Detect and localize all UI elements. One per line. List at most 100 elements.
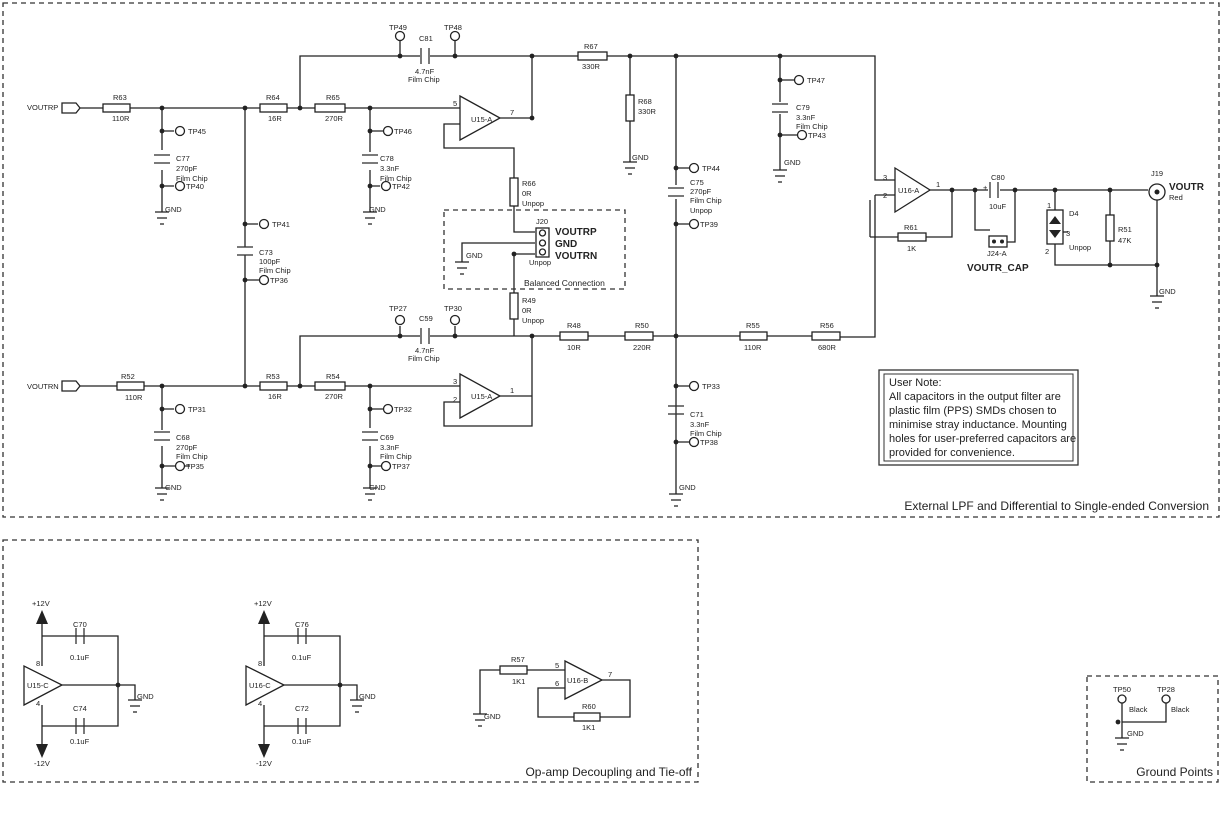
resistor-r67[interactable]: R67 330R: [577, 42, 608, 71]
c80-ref: C80: [991, 173, 1005, 182]
resistor-r55[interactable]: R55 110R: [739, 321, 768, 352]
opamp-u15c[interactable]: U15-C 8 4: [23, 659, 64, 708]
c59-type: Film Chip: [408, 354, 440, 363]
testpoint-tp50[interactable]: TP50 Black: [1113, 685, 1148, 714]
ground-symbol: GND: [363, 205, 386, 225]
testpoint-tp35[interactable]: TP35: [174, 460, 204, 472]
capacitor-c77[interactable]: C77 270pF Film Chip: [154, 154, 208, 183]
capacitor-c81[interactable]: C81 4.7nF Film Chip: [408, 34, 440, 84]
jumper-j24a[interactable]: J24-A VOUTR_CAP: [967, 235, 1029, 274]
j19-color: Red: [1169, 193, 1183, 202]
c80-val: 10uF: [989, 202, 1007, 211]
pin-label: 2: [1045, 247, 1049, 256]
c75-note: Unpop: [690, 206, 712, 215]
port-voutrp[interactable]: VOUTRP: [27, 102, 81, 114]
resistor-r52[interactable]: R52 110R: [116, 372, 145, 402]
opamp-u16b[interactable]: U16-B 5 6 7: [555, 659, 612, 701]
resistor-r68[interactable]: R68 330R: [625, 94, 657, 122]
resistor-r50[interactable]: R50 220R: [624, 321, 654, 352]
capacitor-c80[interactable]: + C80 10uF: [983, 173, 1007, 211]
resistor-r49[interactable]: R49 0R Unpop: [509, 292, 544, 325]
opamp-u15a-bottom[interactable]: U15-A 3 2 1: [453, 372, 514, 420]
testpoint-tp27[interactable]: TP27: [389, 304, 407, 326]
c78-ref: C78: [380, 154, 394, 163]
testpoint-tp49[interactable]: TP49: [389, 23, 407, 42]
j20-note: Unpop: [529, 258, 551, 267]
resistor-r51[interactable]: R51 47K: [1105, 214, 1132, 245]
testpoint-tp30[interactable]: TP30: [444, 304, 462, 326]
capacitor-c71[interactable]: C71 3.3nF Film Chip: [668, 405, 722, 438]
testpoint-tp36[interactable]: TP36: [258, 274, 288, 286]
testpoint-tp32[interactable]: TP32: [382, 403, 412, 415]
testpoint-tp44[interactable]: TP44: [688, 162, 720, 174]
resistor-r54[interactable]: R54 270R: [314, 372, 346, 401]
ground-symbol: GND: [669, 483, 696, 507]
testpoint-tp45[interactable]: TP45: [174, 125, 206, 137]
testpoint-tp28[interactable]: TP28 Black: [1157, 685, 1190, 714]
resistor-r65[interactable]: R65 270R: [314, 93, 346, 123]
testpoint-tp47[interactable]: TP47: [793, 74, 825, 86]
pin-label: 1: [936, 180, 940, 189]
testpoint-tp38[interactable]: TP38: [688, 436, 718, 448]
user-note-line: minimise stray inductance. Mounting: [889, 419, 1067, 431]
capacitor-c68[interactable]: C68 270pF Film Chip: [154, 431, 208, 461]
c76-val: 0.1uF: [292, 653, 312, 662]
testpoint-tp42[interactable]: TP42: [380, 180, 410, 192]
neg-rail-arrow-icon: [258, 744, 270, 758]
capacitor-c59[interactable]: C59 4.7nF Film Chip: [408, 314, 440, 363]
testpoint-tp39[interactable]: TP39: [688, 218, 718, 230]
testpoint-tp37[interactable]: TP37: [380, 460, 410, 472]
user-note-line: All capacitors in the output filter are: [889, 391, 1061, 403]
testpoint-tp41[interactable]: TP41: [258, 218, 290, 230]
resistor-r48[interactable]: R48 10R: [559, 321, 589, 352]
c68-val: 270pF: [176, 443, 198, 452]
opamp-u16c[interactable]: U16-C 8 4: [245, 659, 286, 708]
capacitor-c76[interactable]: C76 0.1uF: [292, 620, 312, 662]
capacitor-c70[interactable]: C70 0.1uF: [70, 620, 90, 662]
resistor-r53[interactable]: R53 16R: [259, 372, 288, 401]
opamp-u16a[interactable]: U16-A 3 2 1: [883, 166, 940, 214]
opamp-u15a-top[interactable]: U15-A 5 7: [453, 94, 514, 142]
capacitor-c74[interactable]: C74 0.1uF: [70, 704, 90, 746]
capacitor-c75[interactable]: C75 270pF Film Chip Unpop: [668, 178, 722, 215]
testpoint-tp43[interactable]: TP43: [796, 129, 826, 141]
resistor-r60[interactable]: R60 1K1: [573, 702, 601, 732]
testpoint-tp46[interactable]: TP46: [382, 125, 412, 137]
gnd-label: GND: [1159, 287, 1176, 296]
u15a-top-label: U15-A: [471, 115, 492, 124]
c75-val: 270pF: [690, 187, 712, 196]
r65-ref: R65: [326, 93, 340, 102]
r68-ref: R68: [638, 97, 652, 106]
c74-val: 0.1uF: [70, 737, 90, 746]
r64-val: 16R: [268, 114, 282, 123]
resistor-r57[interactable]: R57 1K1: [499, 655, 528, 686]
testpoint-tp40[interactable]: TP40: [174, 180, 204, 192]
ground-symbol: GND: [623, 153, 649, 175]
testpoint-tp48[interactable]: TP48: [444, 23, 462, 42]
port-voutrn[interactable]: VOUTRN: [27, 380, 81, 392]
resistor-r61[interactable]: R61 1K: [897, 223, 927, 253]
testpoint-tp31[interactable]: TP31: [174, 403, 206, 415]
capacitor-c73[interactable]: C73 100pF Film Chip: [237, 246, 291, 275]
r56-ref: R56: [820, 321, 834, 330]
diode-d4[interactable]: 1 2 3 D4 Unpop: [1045, 201, 1091, 256]
connector-j20[interactable]: J20 VOUTRP GND VOUTRN Unpop: [529, 217, 597, 267]
capacitor-c79[interactable]: C79 3.3nF Film Chip: [772, 103, 828, 131]
capacitor-c78[interactable]: C78 3.3nF Film Chip: [362, 154, 412, 183]
pin-label: 1: [510, 386, 514, 395]
connector-j19-voutr[interactable]: J19 VOUTR Red: [1148, 169, 1205, 202]
pin-label: 8: [258, 659, 262, 668]
c75-ref: C75: [690, 178, 704, 187]
r60-ref: R60: [582, 702, 596, 711]
resistor-r56[interactable]: R56 680R: [811, 321, 841, 352]
testpoint-tp33[interactable]: TP33: [688, 380, 720, 392]
capacitor-c69[interactable]: C69 3.3nF Film Chip: [362, 431, 412, 461]
resistor-r64[interactable]: R64 16R: [259, 93, 288, 123]
capacitor-c72[interactable]: C72 0.1uF: [292, 704, 312, 746]
ground-symbol: GND: [1150, 287, 1176, 309]
resistor-r66[interactable]: R66 0R Unpop: [509, 177, 544, 208]
ground-symbol: GND: [155, 205, 182, 225]
r60-val: 1K1: [582, 723, 595, 732]
c59-ref: C59: [419, 314, 433, 323]
resistor-r63[interactable]: R63 110R: [102, 93, 131, 123]
